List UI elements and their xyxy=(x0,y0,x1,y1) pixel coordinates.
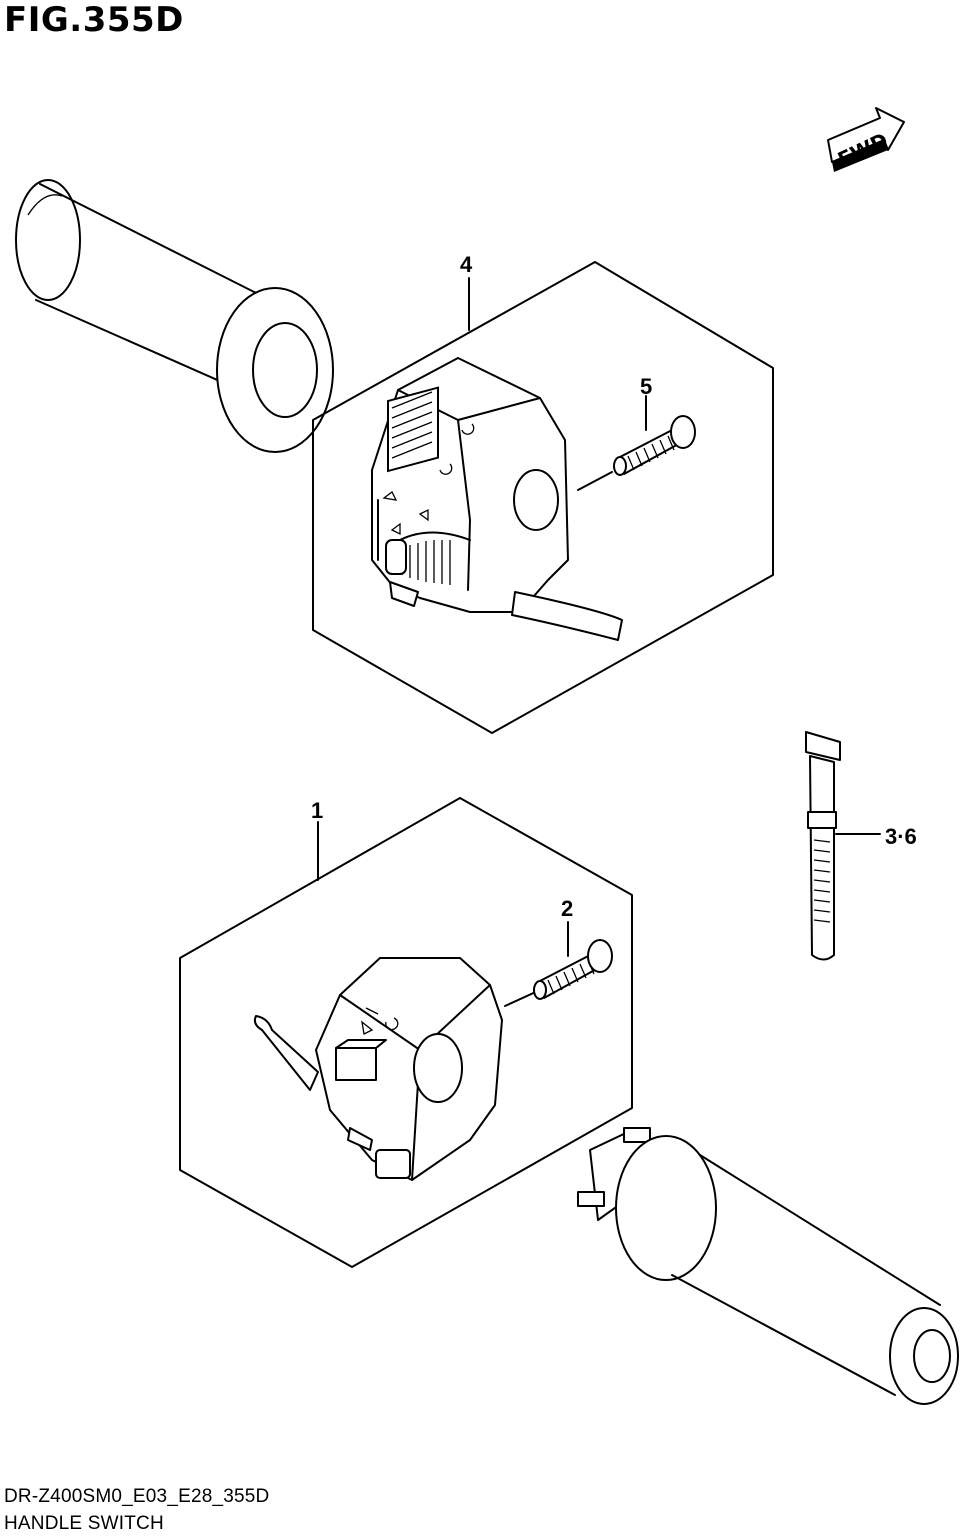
callout-part-4: 4 xyxy=(460,252,473,277)
assembly-frame-1 xyxy=(179,797,633,1268)
switch-assembly-icon xyxy=(253,957,503,1181)
grip-icon xyxy=(15,179,334,453)
screw-icon xyxy=(613,415,696,476)
switch-assembly-icon xyxy=(371,357,623,641)
throttle-grip-icon xyxy=(577,1127,959,1405)
screw-icon xyxy=(533,939,613,1000)
callout-part-1: 1 xyxy=(311,798,324,823)
callout-part-2: 2 xyxy=(561,896,574,921)
section-name: HANDLE SWITCH xyxy=(4,1513,164,1534)
figure-title: FIG.355D xyxy=(4,0,184,40)
drawing-code: DR-Z400SM0_E03_E28_355D xyxy=(4,1486,270,1507)
fwd-arrow-icon: FWD xyxy=(827,107,905,172)
assembly-frame-4 xyxy=(312,261,774,734)
callout-part-3-6: 3·6 xyxy=(885,824,917,849)
cable-tie-icon xyxy=(805,731,841,961)
callout-part-5: 5 xyxy=(640,374,653,399)
